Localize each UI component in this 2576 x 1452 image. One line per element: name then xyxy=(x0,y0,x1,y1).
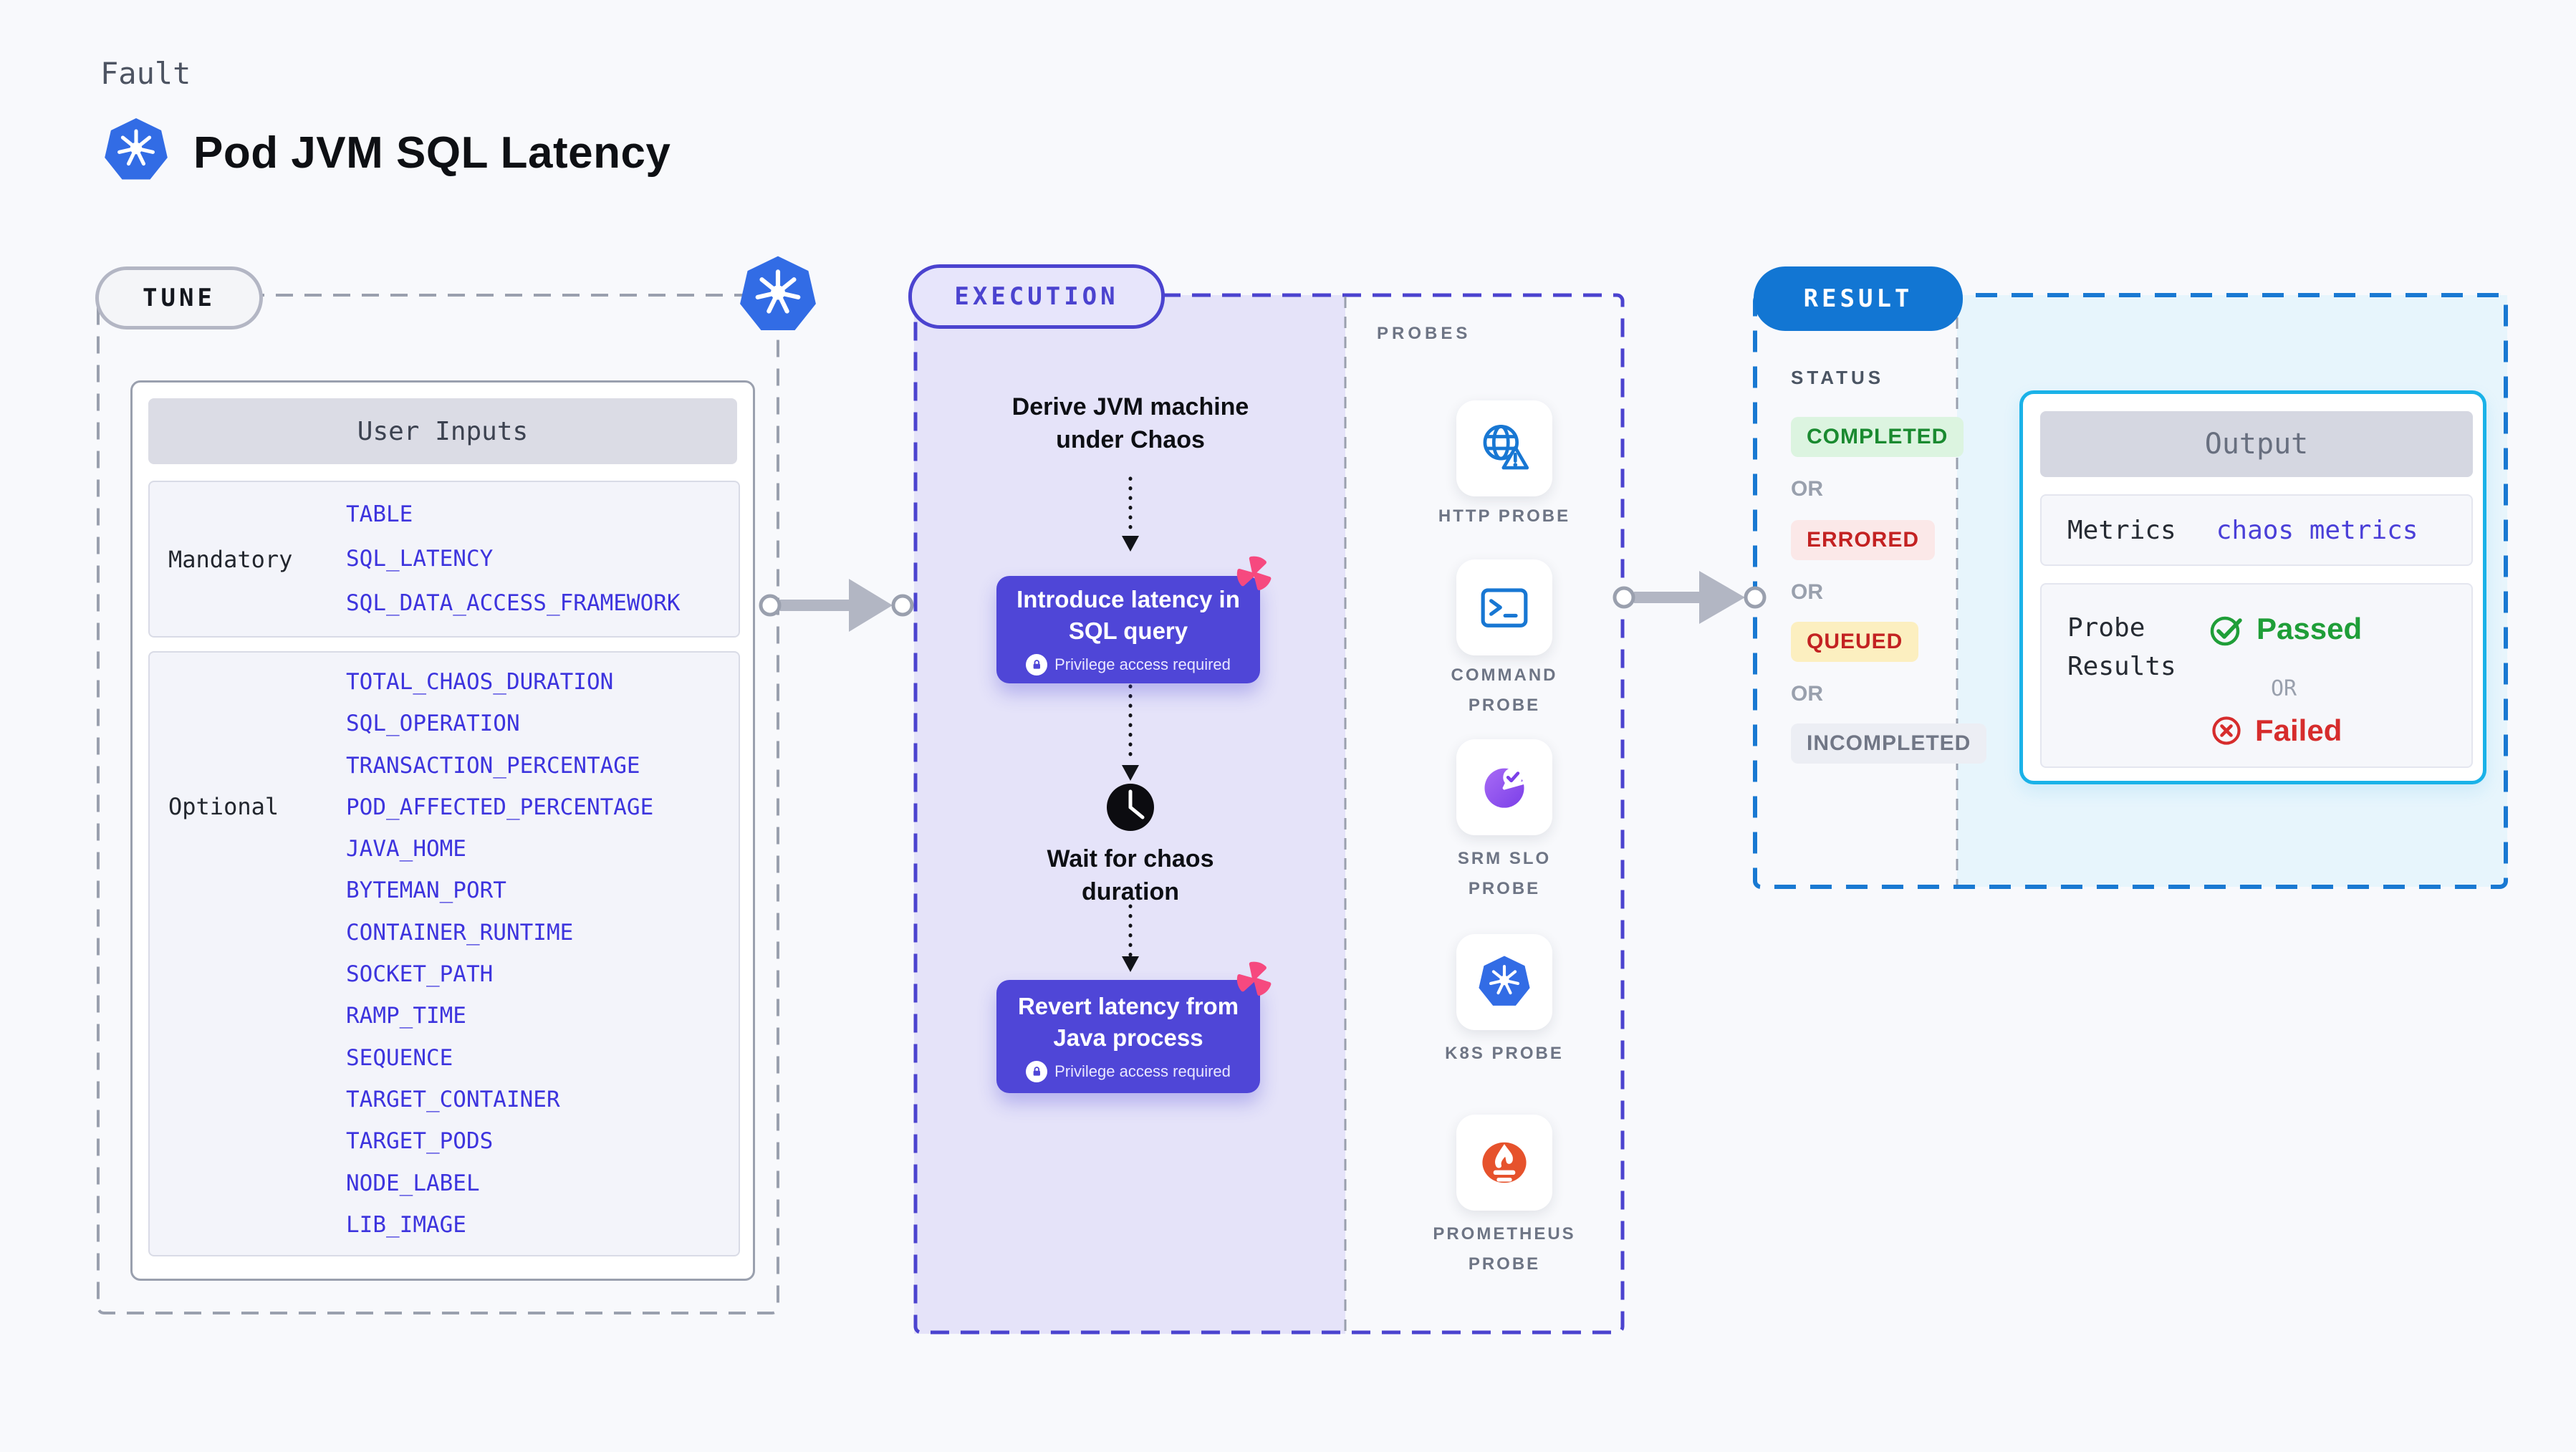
param-value: SQL_OPERATION xyxy=(346,711,520,737)
prometheus-flame-icon xyxy=(1482,1142,1527,1183)
step-title: Introduce latency in SQL query xyxy=(1017,586,1240,644)
x-circle-icon xyxy=(2212,716,2241,745)
param-value: JAVA_HOME xyxy=(346,836,466,862)
param-value: SQL_LATENCY xyxy=(346,545,494,572)
execution-section-label: EXECUTION xyxy=(908,264,1165,329)
status-badge-errored: ERRORED xyxy=(1791,520,1936,560)
param-value: TABLE xyxy=(346,501,413,527)
param-value: BYTEMAN_PORT xyxy=(346,878,506,904)
step-title: Revert latency from Java process xyxy=(1017,993,1239,1051)
mandatory-label: Mandatory xyxy=(168,545,293,573)
probe-label: PROMETHEUS PROBE xyxy=(1433,1224,1576,1274)
or-separator: OR xyxy=(1791,477,1823,501)
passed-text: Passed xyxy=(2257,612,2363,645)
step-derive-jvm: Derive JVM machine under Chaos xyxy=(1011,393,1249,453)
slo-pie-check-icon xyxy=(1484,767,1527,808)
probe-result-failed: Failed xyxy=(2209,713,2342,748)
kubernetes-icon xyxy=(1476,954,1532,1010)
status-badge-incompleted: INCOMPLETED xyxy=(1791,723,1987,764)
param-value: LIB_IMAGE xyxy=(346,1211,466,1238)
terminal-icon xyxy=(1481,588,1528,628)
chaos-pinwheel-icon xyxy=(1234,958,1275,1000)
fault-kicker: Fault xyxy=(100,56,191,91)
lock-icon xyxy=(1026,1061,1048,1082)
param-value: TARGET_PODS xyxy=(346,1128,494,1155)
param-value: SEQUENCE xyxy=(346,1044,453,1071)
kubernetes-icon xyxy=(736,252,820,338)
probe-card-srm-slo xyxy=(1456,739,1552,835)
probe-card-prometheus xyxy=(1456,1115,1552,1211)
param-value: POD_AFFECTED_PERCENTAGE xyxy=(346,794,654,820)
check-circle-icon xyxy=(2210,616,2242,646)
metrics-label: Metrics xyxy=(2067,515,2176,545)
param-value: RAMP_TIME xyxy=(346,1003,466,1029)
or-separator: OR xyxy=(1791,682,1823,706)
param-value: SQL_DATA_ACCESS_FRAMEWORK xyxy=(346,590,681,617)
privilege-note: Privilege access required xyxy=(1054,655,1231,673)
step-introduce-latency: Introduce latency in SQL query Privilege… xyxy=(996,576,1260,683)
or-separator: OR xyxy=(2271,676,2297,701)
arrow-tune-to-execution xyxy=(759,579,914,632)
kubernetes-icon xyxy=(102,116,170,185)
optional-label: Optional xyxy=(168,793,279,820)
optional-params-box: Optional TOTAL_CHAOS_DURATION SQL_OPERAT… xyxy=(148,651,740,1256)
status-badge-completed: COMPLETED xyxy=(1791,417,1964,457)
output-card-header: Output xyxy=(2040,411,2473,477)
param-value: CONTAINER_RUNTIME xyxy=(346,919,574,946)
param-value: TOTAL_CHAOS_DURATION xyxy=(346,669,614,695)
probe-card-k8s xyxy=(1456,934,1552,1030)
probe-label: SRM SLO PROBE xyxy=(1457,849,1552,898)
probes-heading: PROBES xyxy=(1377,324,1471,343)
result-section-label: RESULT xyxy=(1754,266,1963,331)
chaos-pinwheel-icon xyxy=(1234,553,1275,595)
probe-label: K8S PROBE xyxy=(1445,1044,1564,1063)
metrics-value: chaos metrics xyxy=(2216,515,2418,545)
user-inputs-card: User Inputs Mandatory TABLE SQL_LATENCY … xyxy=(130,380,755,1281)
tune-section-label: TUNE xyxy=(95,266,263,330)
status-heading: STATUS xyxy=(1791,367,1885,388)
probe-label: HTTP PROBE xyxy=(1438,506,1571,526)
lock-icon xyxy=(1026,654,1048,675)
probe-card-command xyxy=(1456,559,1552,655)
arrow-execution-to-result xyxy=(1613,571,1767,624)
mandatory-params-box: Mandatory TABLE SQL_LATENCY SQL_DATA_ACC… xyxy=(148,481,740,638)
output-card: Output Metrics chaos metrics Probe Resul… xyxy=(2019,390,2486,784)
probe-results-row: Probe Results Passed OR Failed xyxy=(2040,583,2473,768)
probe-result-passed: Passed xyxy=(2209,612,2362,646)
param-value: TRANSACTION_PERCENTAGE xyxy=(346,752,640,779)
probe-results-label: Probe Results xyxy=(2067,613,2176,681)
probe-card-http xyxy=(1456,400,1552,496)
status-badge-queued: QUEUED xyxy=(1791,622,1919,662)
user-inputs-header: User Inputs xyxy=(148,398,737,464)
step-revert-latency: Revert latency from Java process Privile… xyxy=(996,980,1260,1093)
probe-label: COMMAND PROBE xyxy=(1451,665,1558,715)
failed-text: Failed xyxy=(2255,713,2342,747)
param-value: NODE_LABEL xyxy=(346,1170,480,1196)
param-value: TARGET_CONTAINER xyxy=(346,1086,560,1112)
step-wait-duration: Wait for chaos duration xyxy=(1047,845,1214,905)
or-separator: OR xyxy=(1791,580,1823,604)
page-title: Pod JVM SQL Latency xyxy=(193,128,671,178)
globe-alert-icon xyxy=(1483,425,1529,470)
privilege-note: Privilege access required xyxy=(1054,1062,1231,1080)
metrics-row: Metrics chaos metrics xyxy=(2040,494,2473,566)
param-value: SOCKET_PATH xyxy=(346,961,494,988)
